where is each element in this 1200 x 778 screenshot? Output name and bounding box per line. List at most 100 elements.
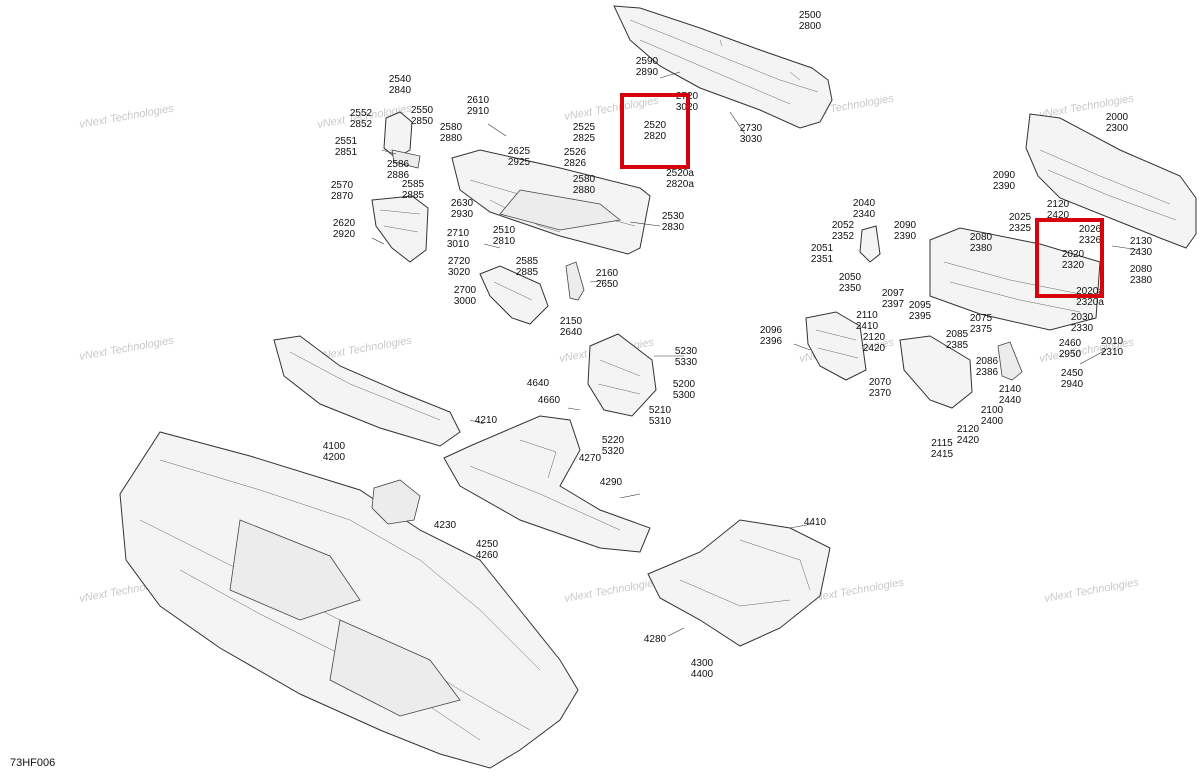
callout-line: 2400 [981,416,1004,427]
callout-line: 2020 [1062,249,1085,260]
callout-line: 4290 [600,477,623,488]
callout-line: 4280 [644,634,667,645]
callout-line: 2450 [1061,368,1084,379]
left-latch [371,195,429,263]
callout-line: 4250 [476,539,499,550]
callout-line: 2000 [1106,112,1129,123]
callout-line: 2390 [993,181,1016,192]
callout-line: 4270 [579,453,602,464]
callout-line: 2410 [856,321,879,332]
callout-line: 2910 [467,106,490,117]
callout-line: 5310 [649,416,672,427]
callout-line: 2420 [957,435,980,446]
callout-line: 2580 [573,174,596,185]
callout-line: 5330 [675,357,698,368]
callout-line: 2380 [1130,275,1153,286]
callout-line: 2385 [946,340,969,351]
callout-line: 2096 [760,325,783,336]
callout-line: 2115 [931,438,953,449]
right-door-frame [929,227,1101,331]
callout-line: 2380 [970,243,993,254]
callout-line: 2130 [1130,236,1153,247]
callout-line: 2020a [1076,286,1104,297]
callout-line: 2640 [560,327,583,338]
callout-line: 2352 [832,231,855,242]
callout-line: 2526 [564,147,587,158]
callout-line: 4260 [476,550,499,561]
callout-line: 2395 [909,311,932,322]
callout-c4640: 4640 [527,378,550,389]
callout-line: 2585 [516,256,539,267]
callout-line: 2890 [636,67,659,78]
callout-line: 2370 [869,388,892,399]
callout-line: 2420 [1047,210,1070,221]
callout-line: 2810 [493,236,516,247]
figure-code: 73HF006 [10,757,55,769]
callout-line: 2925 [508,157,531,168]
left-door-frame [451,149,651,255]
upper-door-panel [613,5,833,129]
callout-line: 2150 [560,316,583,327]
callout-line: 2330 [1071,323,1094,334]
callout-line: 2460 [1059,338,1082,349]
callout-line: 2550 [411,105,434,116]
callout-line: 2040 [853,198,876,209]
callout-line: 2650 [596,279,619,290]
callout-line: 2826 [564,158,587,169]
callout-line: 5220 [602,435,625,446]
callout-line: 2570 [331,180,354,191]
callout-line: 2340 [853,209,876,220]
callout-line: 2095 [909,300,932,311]
callout-line: 2070 [869,377,892,388]
callout-line: 2397 [882,299,905,310]
callout-line: 2820 [644,131,667,142]
callout-line: 2930 [451,209,474,220]
callout-c4410: 4410 [804,517,827,528]
callout-line: 2620 [333,218,356,229]
callout-line: 2025 [1009,212,1032,223]
callout-line: 4660 [538,395,561,406]
callout-line: 2880 [440,133,463,144]
watermark-text: vNext Technologies [563,576,660,605]
watermark-text: vNext Technologies [78,334,175,363]
callout-line: 2430 [1130,247,1153,258]
callout-line: 3000 [454,296,477,307]
callout-line: 2720 [448,256,471,267]
callout-line: 2520 [644,120,667,131]
callout-line: 2085 [946,329,969,340]
callout-line: 2325 [1009,223,1032,234]
highlight-box-right [1035,218,1104,298]
callout-c4210: 4210 [475,415,498,426]
callout-line: 2052 [832,220,855,231]
callout-line: 2840 [389,85,412,96]
main-body-side [119,431,579,769]
callout-line: 5210 [649,405,672,416]
